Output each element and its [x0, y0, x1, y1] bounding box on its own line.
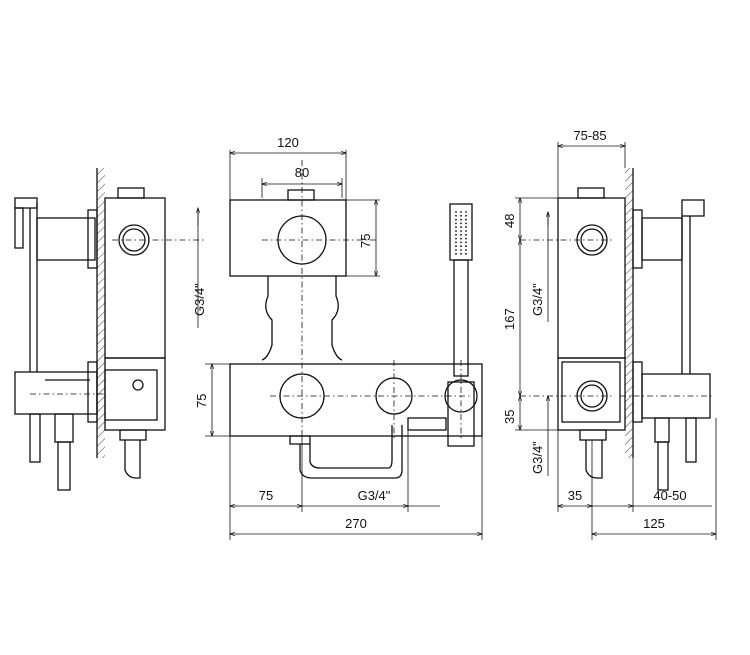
dim-side-lower: 35: [502, 410, 517, 424]
nozzle-dot: [455, 214, 457, 217]
nozzle-dot: [460, 211, 462, 213]
nozzle-dot: [455, 211, 457, 213]
front-view: 120 80 75 75 75 G3/4" 270: [194, 135, 483, 540]
nozzle-dot: [465, 218, 467, 221]
nozzle-dot: [460, 214, 462, 217]
nozzle-dot: [460, 249, 462, 251]
dim-front-height: 75: [358, 234, 373, 248]
dim-side-middle: 167: [502, 308, 517, 330]
dim-side-total: 125: [643, 516, 665, 531]
nozzle-dot: [455, 230, 457, 232]
dim-body-height: 75: [194, 394, 209, 408]
nozzle-dot: [465, 214, 467, 217]
nozzle-dot: [455, 237, 457, 240]
dim-front-width: 120: [277, 135, 299, 150]
nozzle-dot: [465, 249, 467, 251]
nozzle-dot: [455, 245, 457, 248]
dim-total-width: 270: [345, 516, 367, 531]
nozzle-dot: [465, 230, 467, 232]
nozzle-dot: [455, 249, 457, 251]
nozzle-dot: [465, 252, 467, 255]
nozzle-dot: [460, 252, 462, 255]
nozzle-dot: [465, 245, 467, 248]
dim-thread-bottom: G3/4": [358, 488, 391, 503]
right-side-view: 75-85 48 G3/4" 167 35 G3/4" 35 40-50 125: [502, 128, 716, 540]
dim-front-inner-width: 80: [295, 165, 309, 180]
nozzle-dot: [465, 233, 467, 236]
nozzle-dot: [455, 226, 457, 229]
dim-side-thread-lower: G3/4": [530, 441, 545, 474]
nozzle-dot: [460, 222, 462, 225]
nozzle-dot: [460, 218, 462, 221]
nozzle-dot: [455, 218, 457, 221]
left-thread-label: G3/4": [192, 283, 207, 316]
dim-left-offset: 75: [259, 488, 273, 503]
nozzle-dot: [460, 245, 462, 248]
nozzle-dot: [455, 252, 457, 255]
nozzle-dot: [460, 226, 462, 229]
nozzle-dot: [465, 241, 467, 244]
nozzle-dot: [460, 233, 462, 236]
nozzle-dot: [455, 233, 457, 236]
dim-side-wall: 35: [568, 488, 582, 503]
left-side-view: G3/4": [14, 168, 207, 491]
nozzle-dot: [465, 211, 467, 213]
dim-side-projection: 40-50: [653, 488, 686, 503]
shower-nozzles: [455, 211, 467, 255]
nozzle-dot: [465, 222, 467, 225]
nozzle-dot: [460, 241, 462, 244]
nozzle-dot: [465, 237, 467, 240]
nozzle-dot: [465, 226, 467, 229]
nozzle-dot: [460, 230, 462, 232]
dim-side-depth: 75-85: [573, 128, 606, 143]
nozzle-dot: [455, 222, 457, 225]
nozzle-dot: [455, 241, 457, 244]
dim-side-top: 48: [502, 214, 517, 228]
nozzle-dot: [460, 237, 462, 240]
dim-side-thread-upper: G3/4": [530, 283, 545, 316]
